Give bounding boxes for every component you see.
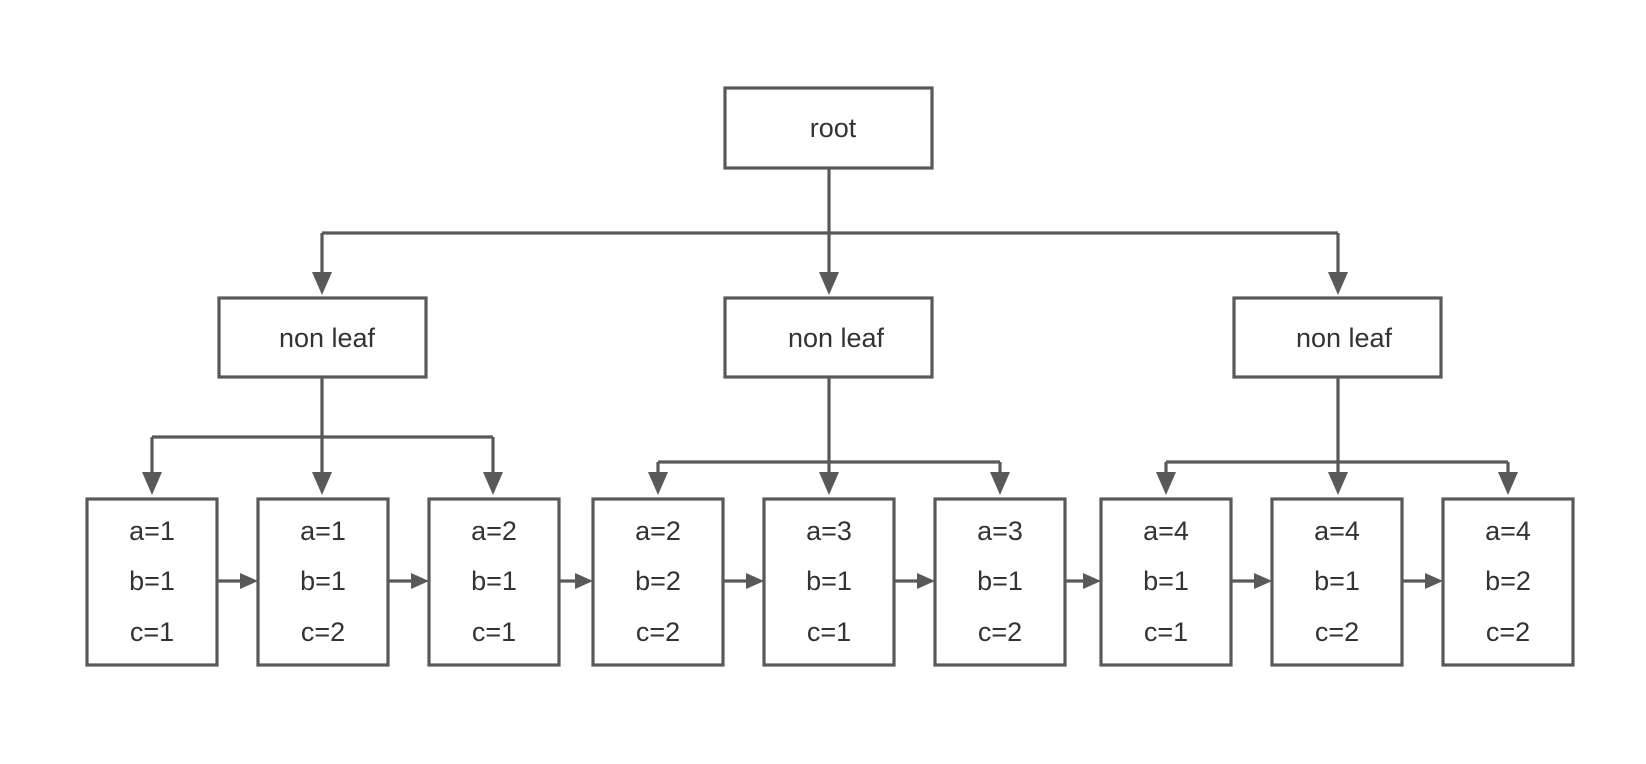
nonleaf-box xyxy=(217,296,428,379)
nonleaf-box xyxy=(723,296,934,379)
nonleaf-node-2: non leaf xyxy=(723,296,934,379)
leaf-line-a: a=4 xyxy=(1314,516,1360,546)
leaf-box xyxy=(256,497,390,667)
leaf-line-c: c=2 xyxy=(636,617,680,647)
leaf-box xyxy=(427,497,561,667)
leaf-line-c: c=2 xyxy=(1486,617,1530,647)
leaf-box xyxy=(1441,497,1575,667)
leaf-node-9: a=4 b=2 c=2 xyxy=(1441,497,1575,667)
nonleaf-box xyxy=(1232,296,1443,379)
leaf-line-a: a=4 xyxy=(1143,516,1189,546)
leaf-line-c: c=2 xyxy=(978,617,1022,647)
leaf-line-b: b=1 xyxy=(977,566,1023,596)
arrow-right-icon xyxy=(575,573,593,589)
root-edges xyxy=(312,168,1348,295)
nonleaf-2-edges xyxy=(648,377,1010,495)
leaf-line-c: c=2 xyxy=(301,617,345,647)
leaf-line-c: c=1 xyxy=(130,617,174,647)
nonleaf-node-3: non leaf xyxy=(1232,296,1443,379)
leaf-line-b: b=1 xyxy=(129,566,175,596)
leaf-line-a: a=2 xyxy=(471,516,517,546)
nonleaf-label: non leaf xyxy=(788,323,885,353)
leaf-line-c: c=1 xyxy=(472,617,516,647)
leaf-box xyxy=(933,497,1067,667)
leaf-node-2: a=1 b=1 c=2 xyxy=(256,497,390,667)
nonleaf-label: non leaf xyxy=(279,323,376,353)
leaf-node-6: a=3 b=1 c=2 xyxy=(933,497,1067,667)
leaf-node-4: a=2 b=2 c=2 xyxy=(591,497,725,667)
arrow-down-icon xyxy=(990,472,1010,495)
leaf-links xyxy=(218,573,1443,589)
leaf-line-a: a=1 xyxy=(129,516,175,546)
leaf-line-b: b=1 xyxy=(806,566,852,596)
leaf-line-b: b=1 xyxy=(1143,566,1189,596)
leaf-box xyxy=(591,497,725,667)
leaf-box xyxy=(1270,497,1404,667)
nonleaf-3-edges xyxy=(1156,377,1518,495)
leaf-line-b: b=2 xyxy=(635,566,681,596)
arrow-down-icon xyxy=(819,472,839,495)
arrow-down-icon xyxy=(142,472,162,495)
leaf-node-5: a=3 b=1 c=1 xyxy=(762,497,896,667)
leaf-box xyxy=(1099,497,1233,667)
arrow-down-icon xyxy=(483,472,503,495)
leaf-line-b: b=2 xyxy=(1485,566,1531,596)
root-box xyxy=(723,86,934,170)
leaf-line-a: a=2 xyxy=(635,516,681,546)
leaf-node-3: a=2 b=1 c=1 xyxy=(427,497,561,667)
arrow-right-icon xyxy=(1254,573,1272,589)
leaf-box xyxy=(762,497,896,667)
leaf-node-1: a=1 b=1 c=1 xyxy=(85,497,219,667)
arrow-right-icon xyxy=(240,573,258,589)
leaf-line-c: c=1 xyxy=(1144,617,1188,647)
arrow-down-icon xyxy=(1156,472,1176,495)
root-label: root xyxy=(810,113,857,143)
nonleaf-1-edges xyxy=(142,377,503,495)
arrow-right-icon xyxy=(1425,573,1443,589)
arrow-down-icon xyxy=(1328,272,1348,295)
nonleaf-label: non leaf xyxy=(1296,323,1393,353)
leaf-line-c: c=1 xyxy=(807,617,851,647)
leaf-node-8: a=4 b=1 c=2 xyxy=(1270,497,1404,667)
leaf-node-7: a=4 b=1 c=1 xyxy=(1099,497,1233,667)
leaf-line-c: c=2 xyxy=(1315,617,1359,647)
nonleaf-node-1: non leaf xyxy=(217,296,428,379)
leaf-line-b: b=1 xyxy=(300,566,346,596)
leaf-line-a: a=4 xyxy=(1485,516,1531,546)
leaf-line-a: a=3 xyxy=(806,516,852,546)
leaf-line-a: a=3 xyxy=(977,516,1023,546)
arrow-right-icon xyxy=(1083,573,1101,589)
leaf-line-a: a=1 xyxy=(300,516,346,546)
arrow-down-icon xyxy=(1328,472,1348,495)
arrow-down-icon xyxy=(1498,472,1518,495)
leaf-line-b: b=1 xyxy=(1314,566,1360,596)
arrow-right-icon xyxy=(746,573,764,589)
arrow-down-icon xyxy=(312,472,332,495)
arrow-right-icon xyxy=(917,573,935,589)
arrow-down-icon xyxy=(819,272,839,295)
leaf-box xyxy=(85,497,219,667)
leaf-line-b: b=1 xyxy=(471,566,517,596)
root-node: root xyxy=(723,86,934,170)
arrow-down-icon xyxy=(312,272,332,295)
arrow-down-icon xyxy=(648,472,668,495)
arrow-right-icon xyxy=(411,573,429,589)
